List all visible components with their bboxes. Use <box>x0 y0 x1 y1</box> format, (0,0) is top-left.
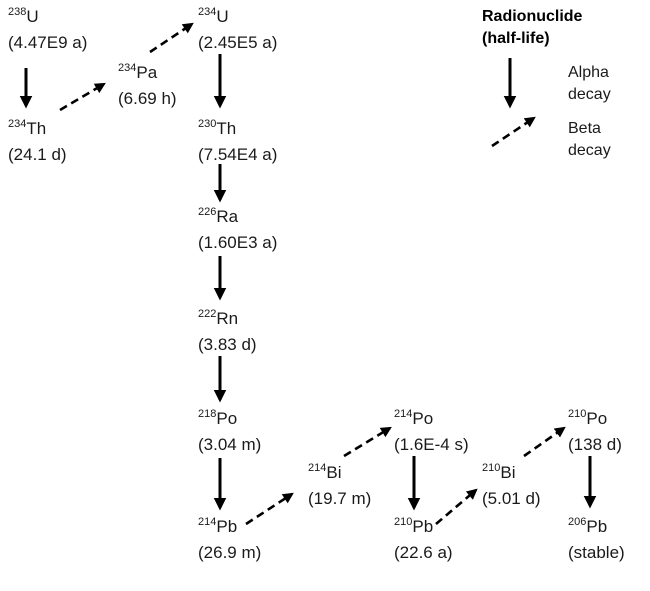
beta-decay-arrow-th234-to-pa234 <box>59 82 106 112</box>
legend-beta-label: Beta decay <box>568 118 611 163</box>
nuclide-pb210: 210Pb (22.6 a) <box>394 514 453 567</box>
nuclide-u238: 238U (4.47E9 a) <box>8 4 87 57</box>
mass-number: 214 <box>198 516 217 528</box>
mass-number: 222 <box>198 308 217 320</box>
beta-decay-arrow-pb210-to-bi210 <box>435 488 478 525</box>
nuclide-symbol: 210Bi <box>482 460 541 486</box>
legend-title-radionuclide: Radionuclide <box>482 8 583 25</box>
nuclide-symbol: 230Th <box>198 116 277 142</box>
nuclide-symbol: 226Ra <box>198 204 277 230</box>
nuclide-symbol: 238U <box>8 4 87 30</box>
half-life: (22.6 a) <box>394 543 453 563</box>
nuclide-symbol: 222Rn <box>198 306 257 332</box>
mass-number: 226 <box>198 206 217 218</box>
nuclide-po214: 214Po (1.6E-4 s) <box>394 406 469 459</box>
nuclide-symbol: 214Bi <box>308 460 371 486</box>
mass-number: 206 <box>568 516 587 528</box>
element-symbol: Th <box>26 119 47 138</box>
legend-beta-arrow <box>491 116 536 148</box>
nuclide-th234: 234Th (24.1 d) <box>8 116 67 169</box>
mass-number: 234 <box>198 6 217 18</box>
mass-number: 210 <box>482 462 501 474</box>
element-symbol: Po <box>216 409 238 428</box>
nuclide-symbol: 214Po <box>394 406 469 432</box>
half-life: (4.47E9 a) <box>8 33 88 53</box>
half-life: (5.01 d) <box>482 489 541 509</box>
element-symbol: Po <box>586 409 608 428</box>
half-life: (19.7 m) <box>308 489 372 509</box>
legend-beta-line1: Beta <box>568 120 601 137</box>
mass-number: 230 <box>198 118 217 130</box>
nuclide-symbol: 234Th <box>8 116 67 142</box>
legend-title: Radionuclide (half-life) <box>482 6 582 49</box>
nuclide-symbol: 210Po <box>568 406 622 432</box>
nuclide-rn222: 222Rn (3.83 d) <box>198 306 257 359</box>
mass-number: 234 <box>118 62 137 74</box>
nuclide-u234: 234U (2.45E5 a) <box>198 4 277 57</box>
element-symbol: Po <box>412 409 434 428</box>
nuclide-bi210: 210Bi (5.01 d) <box>482 460 541 513</box>
half-life: (26.9 m) <box>198 543 262 563</box>
legend-alpha-line1: Alpha <box>568 64 609 81</box>
legend-alpha-line2: decay <box>568 86 611 104</box>
beta-decay-arrow-bi214-to-po214 <box>343 426 392 458</box>
element-symbol: Pa <box>136 63 158 82</box>
element-symbol: Rn <box>216 309 239 328</box>
mass-number: 210 <box>568 408 587 420</box>
nuclide-bi214: 214Bi (19.7 m) <box>308 460 371 513</box>
beta-decay-arrow-pa234-to-u234 <box>149 22 194 54</box>
element-symbol: Pb <box>412 517 434 536</box>
legend-alpha-label: Alpha decay <box>568 62 611 107</box>
nuclide-po210: 210Po (138 d) <box>568 406 622 459</box>
nuclide-ra226: 226Ra (1.60E3 a) <box>198 204 277 257</box>
nuclide-symbol: 206Pb <box>568 514 625 540</box>
beta-decay-arrow-bi210-to-po210 <box>523 426 566 458</box>
element-symbol: Pb <box>586 517 608 536</box>
nuclide-symbol: 210Pb <box>394 514 453 540</box>
half-life: (24.1 d) <box>8 145 67 165</box>
element-symbol: U <box>26 7 39 26</box>
nuclide-po218: 218Po (3.04 m) <box>198 406 261 459</box>
half-life: (1.6E-4 s) <box>394 435 469 455</box>
nuclide-pa234: 234Pa (6.69 h) <box>118 60 177 113</box>
half-life: (7.54E4 a) <box>198 145 278 165</box>
nuclide-th230: 230Th (7.54E4 a) <box>198 116 277 169</box>
half-life: (2.45E5 a) <box>198 33 278 53</box>
element-symbol: Th <box>216 119 237 138</box>
half-life: (3.04 m) <box>198 435 262 455</box>
nuclide-symbol: 214Pb <box>198 514 261 540</box>
nuclide-pb206: 206Pb (stable) <box>568 514 625 567</box>
half-life: (6.69 h) <box>118 89 177 109</box>
beta-decay-arrow-pb214-to-bi214 <box>245 492 294 526</box>
half-life: (stable) <box>568 543 625 563</box>
mass-number: 210 <box>394 516 413 528</box>
nuclide-symbol: 234Pa <box>118 60 177 86</box>
legend-title-half-life: (half-life) <box>482 29 550 47</box>
nuclide-pb214: 214Pb (26.9 m) <box>198 514 261 567</box>
mass-number: 214 <box>308 462 327 474</box>
mass-number: 234 <box>8 118 27 130</box>
mass-number: 214 <box>394 408 413 420</box>
mass-number: 218 <box>198 408 217 420</box>
half-life: (138 d) <box>568 435 622 455</box>
half-life: (3.83 d) <box>198 335 257 355</box>
element-symbol: Ra <box>216 207 239 226</box>
nuclide-symbol: 234U <box>198 4 277 30</box>
half-life: (1.60E3 a) <box>198 233 278 253</box>
element-symbol: Bi <box>326 463 342 482</box>
element-symbol: Pb <box>216 517 238 536</box>
nuclide-symbol: 218Po <box>198 406 261 432</box>
legend-beta-line2: decay <box>568 142 611 160</box>
element-symbol: Bi <box>500 463 516 482</box>
mass-number: 238 <box>8 6 27 18</box>
element-symbol: U <box>216 7 229 26</box>
